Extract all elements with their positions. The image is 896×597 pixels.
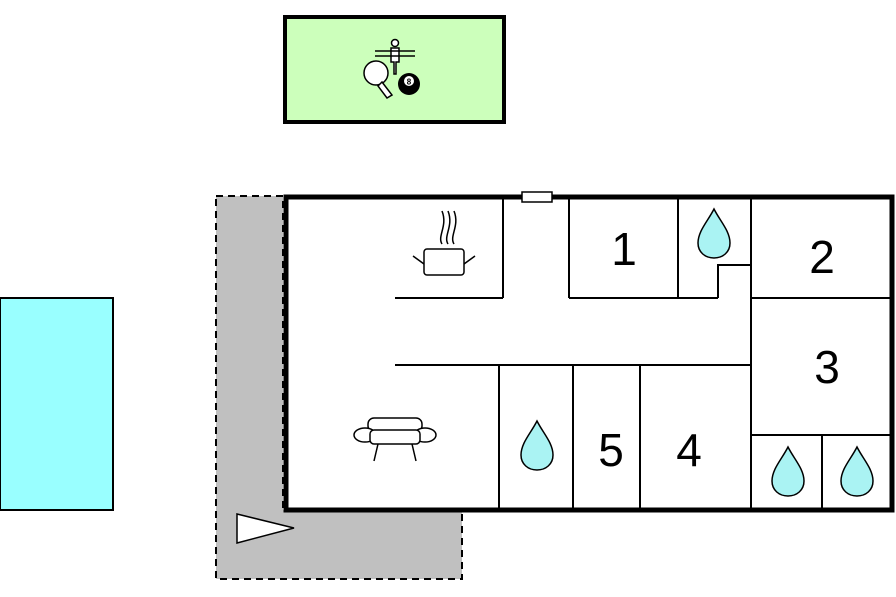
room-1-label: 1 (611, 223, 637, 275)
house-outline (283, 194, 895, 513)
cooking-pot-icon (412, 210, 476, 276)
interior-walls (395, 197, 892, 510)
room-2-label: 2 (809, 231, 835, 283)
room-5-label: 5 (598, 424, 624, 476)
pool (0, 297, 114, 511)
table-tennis-icon (363, 60, 394, 99)
sofa-icon (353, 417, 437, 462)
billiard-ball-icon: 8 (398, 73, 420, 95)
room-4-label: 4 (676, 424, 702, 476)
billiard-ball-number: 8 (407, 78, 412, 87)
room-3-label: 3 (814, 341, 840, 393)
window (521, 191, 553, 203)
terrace (215, 195, 463, 580)
entrance-arrow-icon (236, 513, 295, 544)
foosball-icon (375, 38, 415, 75)
